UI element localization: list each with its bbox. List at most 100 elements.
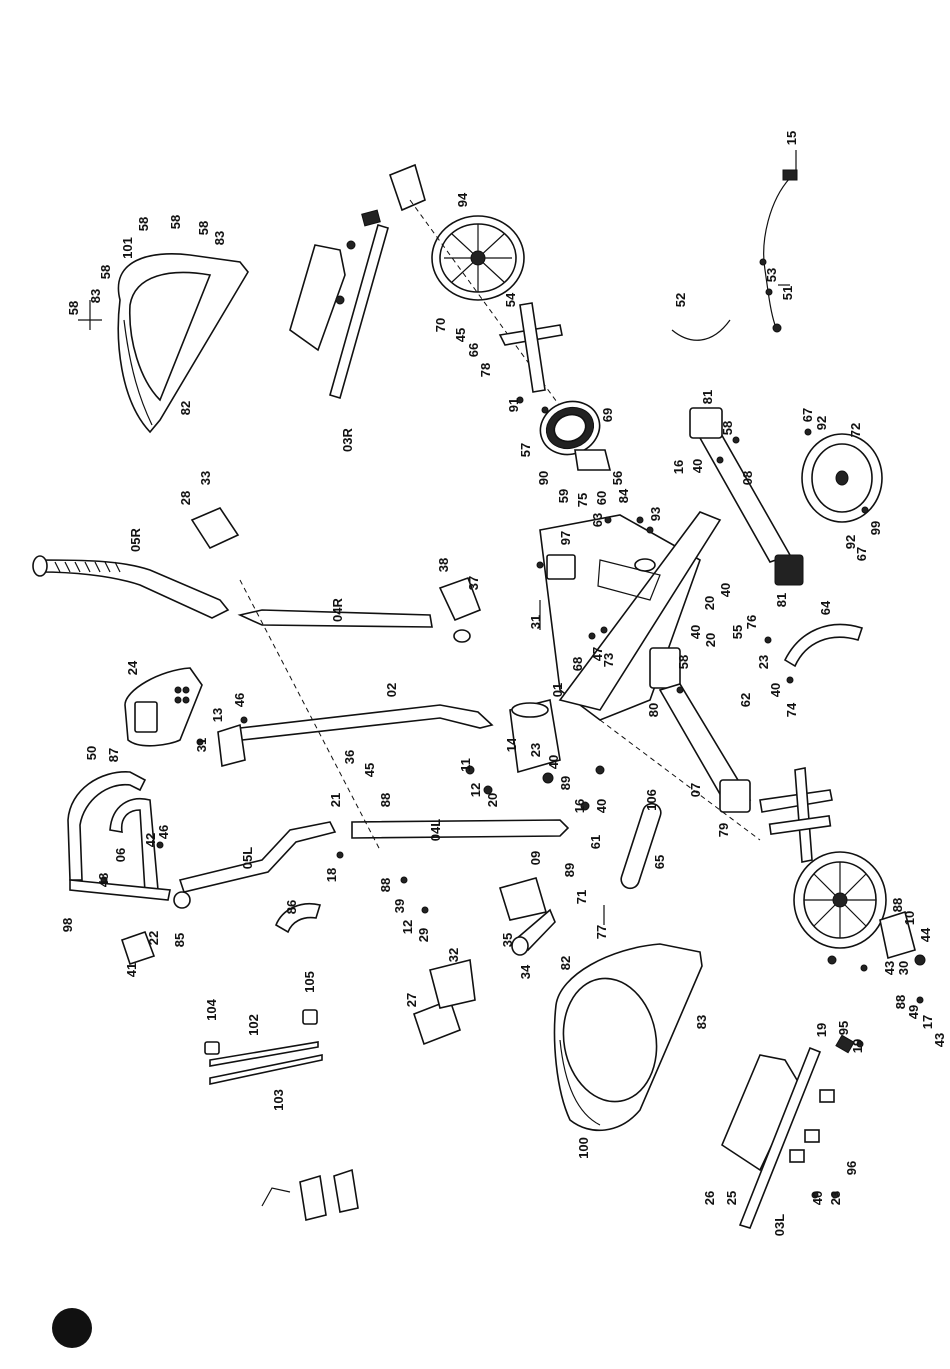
part-label-11: 11: [458, 758, 473, 772]
handlebar-02: [239, 704, 494, 741]
part-label-104: 104: [204, 998, 219, 1020]
part-label-61: 61: [588, 835, 603, 849]
part-label-51: 51: [780, 286, 795, 300]
part-label-18: 18: [324, 868, 339, 882]
part-label-21: 21: [328, 793, 343, 807]
part-label-34: 34: [518, 964, 533, 979]
part-label-100: 100: [576, 1137, 591, 1159]
part-label-25: 25: [724, 1191, 739, 1205]
part-label-39: 39: [392, 899, 407, 913]
part-label-33: 33: [198, 471, 213, 485]
part-label-13: 13: [210, 708, 225, 722]
rear-stabilizer-08: [689, 407, 804, 586]
part-label-40: 40: [690, 459, 705, 473]
part-label-82: 82: [178, 401, 193, 415]
front-stabilizer-79: [759, 767, 833, 863]
part-label-72: 72: [848, 423, 863, 437]
part-label-45: 45: [453, 328, 468, 342]
part-label-05L: 05L: [240, 847, 255, 869]
part-label-06: 06: [113, 848, 128, 862]
part-label-50: 50: [84, 746, 99, 760]
part-label-05R: 05R: [128, 527, 143, 551]
handlebar-04L: [351, 819, 570, 839]
part-label-79: 79: [716, 823, 731, 837]
part-label-58: 58: [98, 265, 113, 279]
part-label-88: 88: [378, 878, 393, 892]
part-label-41: 41: [124, 963, 139, 977]
pedal-bracket-28: [190, 507, 240, 550]
handlebar-06: [67, 771, 171, 901]
part-label-10: 10: [902, 911, 917, 925]
rear-stabilizer-07: [599, 683, 761, 841]
part-label-81: 81: [774, 593, 789, 607]
part-label-71: 71: [574, 890, 589, 904]
part-label-16: 16: [671, 460, 686, 474]
part-label-08: 08: [740, 471, 755, 485]
part-label-14: 14: [504, 737, 519, 752]
part-label-45: 45: [362, 763, 377, 777]
part-label-37: 37: [466, 576, 481, 590]
part-label-66: 66: [466, 343, 481, 357]
rail-102: [209, 1041, 319, 1067]
part-label-12: 12: [400, 920, 415, 934]
part-label-48: 48: [96, 873, 111, 887]
part-label-16: 16: [572, 799, 587, 813]
magnet-brake-64: [783, 623, 864, 668]
part-label-85: 85: [172, 933, 187, 947]
part-label-29: 29: [416, 928, 431, 942]
hardware-fasteners: [100, 396, 926, 1199]
part-label-86: 86: [284, 900, 299, 914]
part-label-20: 20: [485, 793, 500, 807]
part-label-90: 90: [536, 471, 551, 485]
pedal-bracket-32: [429, 959, 476, 1009]
part-label-49: 49: [906, 1005, 921, 1019]
part-label-23: 23: [828, 1191, 843, 1205]
part-label-31: 31: [194, 738, 209, 752]
part-label-52: 52: [673, 293, 688, 307]
bushing-104: [204, 1041, 220, 1055]
pulley-72: [801, 433, 883, 523]
part-label-02: 02: [384, 683, 399, 697]
part-label-74: 74: [784, 702, 799, 717]
handle-grip-86: [275, 903, 322, 934]
part-label-88: 88: [378, 793, 393, 807]
part-label-20: 20: [702, 596, 717, 610]
left-crank-wheel: [793, 851, 916, 960]
part-label-32: 32: [446, 948, 461, 962]
part-label-60: 60: [594, 491, 609, 505]
right-crank-wheel-70: [388, 163, 571, 421]
part-label-55: 55: [730, 625, 745, 639]
part-label-19: 19: [850, 1039, 865, 1053]
main-frame-01: [509, 511, 722, 774]
part-label-44: 44: [918, 927, 933, 942]
part-label-19: 19: [814, 1023, 829, 1037]
sensor-cable-52: [671, 319, 731, 341]
part-label-95: 95: [836, 1021, 851, 1035]
allen-key-tool: [261, 1187, 291, 1207]
bracket-41: [120, 930, 156, 966]
part-label-15: 15: [784, 131, 799, 145]
console-bracket-13: [217, 723, 246, 768]
handlebar-05R: [32, 555, 230, 619]
part-label-83: 83: [88, 289, 103, 303]
bushing-105: [302, 1009, 318, 1025]
part-label-58: 58: [676, 655, 691, 669]
part-label-24: 24: [125, 660, 140, 675]
part-label-17: 17: [920, 1015, 935, 1029]
part-label-93: 93: [648, 507, 663, 521]
part-label-23: 23: [756, 655, 771, 669]
part-label-92: 92: [843, 535, 858, 549]
part-label-59: 59: [556, 489, 571, 503]
part-label-84: 84: [616, 488, 631, 503]
leader-lines: [78, 150, 797, 925]
console-24: [124, 667, 203, 747]
part-label-31: 31: [528, 615, 543, 629]
left-pedal-arm-03L: [721, 1034, 855, 1229]
part-label-75: 75: [575, 493, 590, 507]
part-label-97: 97: [558, 531, 573, 545]
part-label-88: 88: [890, 898, 905, 912]
part-label-62: 62: [738, 693, 753, 707]
part-label-80: 80: [646, 703, 661, 717]
right-pedal-arm-03R: [289, 209, 389, 399]
